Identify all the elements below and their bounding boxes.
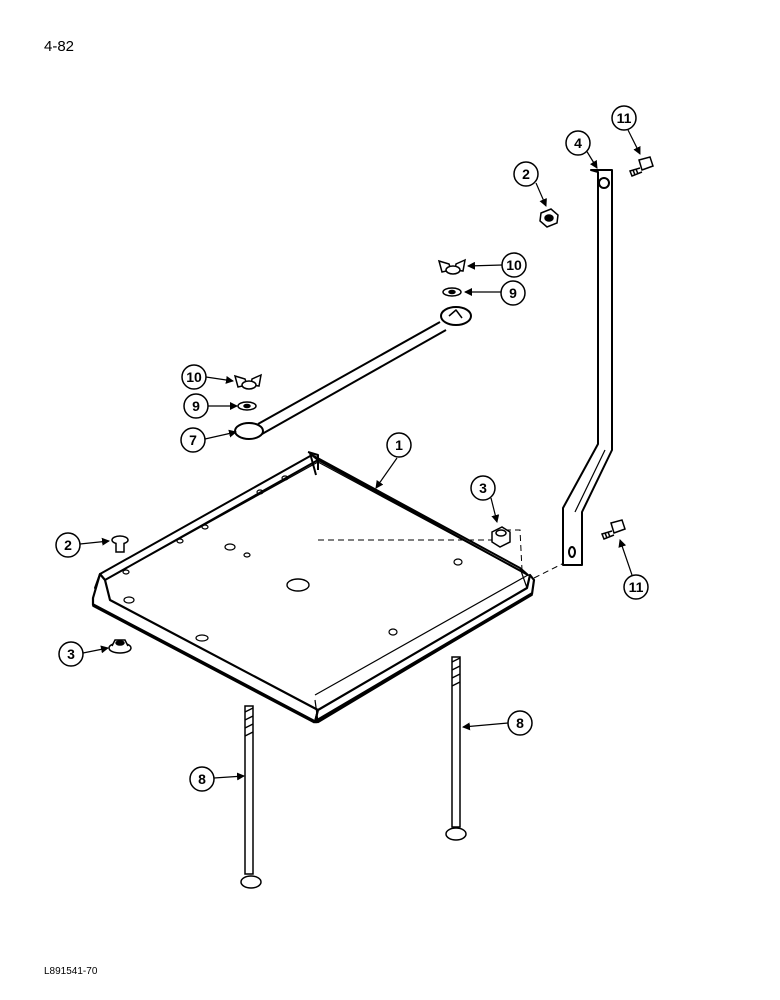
svg-text:4: 4 <box>574 135 582 151</box>
svg-text:7: 7 <box>189 432 197 448</box>
callout-3: 3 <box>58 641 84 667</box>
svg-text:9: 9 <box>509 285 517 301</box>
bolt-icon <box>600 519 626 540</box>
assembly-lines <box>318 529 571 579</box>
hold-down-rod <box>234 306 472 440</box>
callout-8: 8 <box>507 710 533 736</box>
leader-8b <box>462 722 509 731</box>
callout-3: 3 <box>470 475 496 501</box>
svg-text:10: 10 <box>506 257 522 273</box>
svg-text:3: 3 <box>479 480 487 496</box>
callout-11: 11 <box>611 105 637 131</box>
callout-4: 4 <box>565 130 591 156</box>
callout-9: 9 <box>500 280 526 306</box>
leader-11a <box>627 129 641 155</box>
leader-3b <box>82 645 109 654</box>
leader-2b <box>79 537 110 546</box>
callout-7: 7 <box>180 427 206 453</box>
screw-icon <box>111 535 129 553</box>
leader-lines <box>79 129 641 781</box>
callout-1: 1 <box>386 432 412 458</box>
svg-text:1: 1 <box>395 437 403 453</box>
bolt-icon <box>628 156 654 177</box>
svg-text:8: 8 <box>516 715 524 731</box>
washer-icon <box>442 287 462 297</box>
leader-2a <box>535 182 547 207</box>
svg-text:11: 11 <box>629 579 644 595</box>
leader-1 <box>375 457 398 489</box>
figure-code: L891541-70 <box>44 966 98 977</box>
callout-8: 8 <box>189 766 215 792</box>
callout-10: 10 <box>181 364 207 390</box>
leader-7 <box>204 429 237 440</box>
leader-11b <box>618 539 633 576</box>
callout-11: 11 <box>623 574 649 600</box>
svg-text:10: 10 <box>186 369 202 385</box>
svg-text:3: 3 <box>67 646 75 662</box>
leader-4 <box>585 149 598 169</box>
hex-nut-icon <box>491 526 511 548</box>
svg-text:2: 2 <box>64 537 72 553</box>
washer-icon <box>237 401 257 411</box>
svg-text:8: 8 <box>198 771 206 787</box>
wing-nut-icon <box>437 258 466 275</box>
callout-10: 10 <box>501 252 527 278</box>
svg-text:11: 11 <box>617 110 632 126</box>
j-bolt-icon <box>240 705 262 889</box>
leader-8a <box>213 772 245 781</box>
mounting-strap <box>562 169 613 566</box>
leader-3a <box>490 497 500 523</box>
callout-2: 2 <box>513 161 539 187</box>
wing-nut-icon <box>233 373 262 390</box>
svg-text:9: 9 <box>192 398 200 414</box>
j-bolt-icon <box>445 656 467 841</box>
svg-text:2: 2 <box>522 166 530 182</box>
battery-tray <box>91 451 536 724</box>
page-number: 4-82 <box>44 38 75 55</box>
callout-9: 9 <box>183 393 209 419</box>
flange-nut-icon <box>108 639 132 654</box>
leader-10a <box>467 261 503 270</box>
hex-nut-icon <box>539 208 559 228</box>
callout-2: 2 <box>55 532 81 558</box>
leader-10b <box>205 376 234 384</box>
